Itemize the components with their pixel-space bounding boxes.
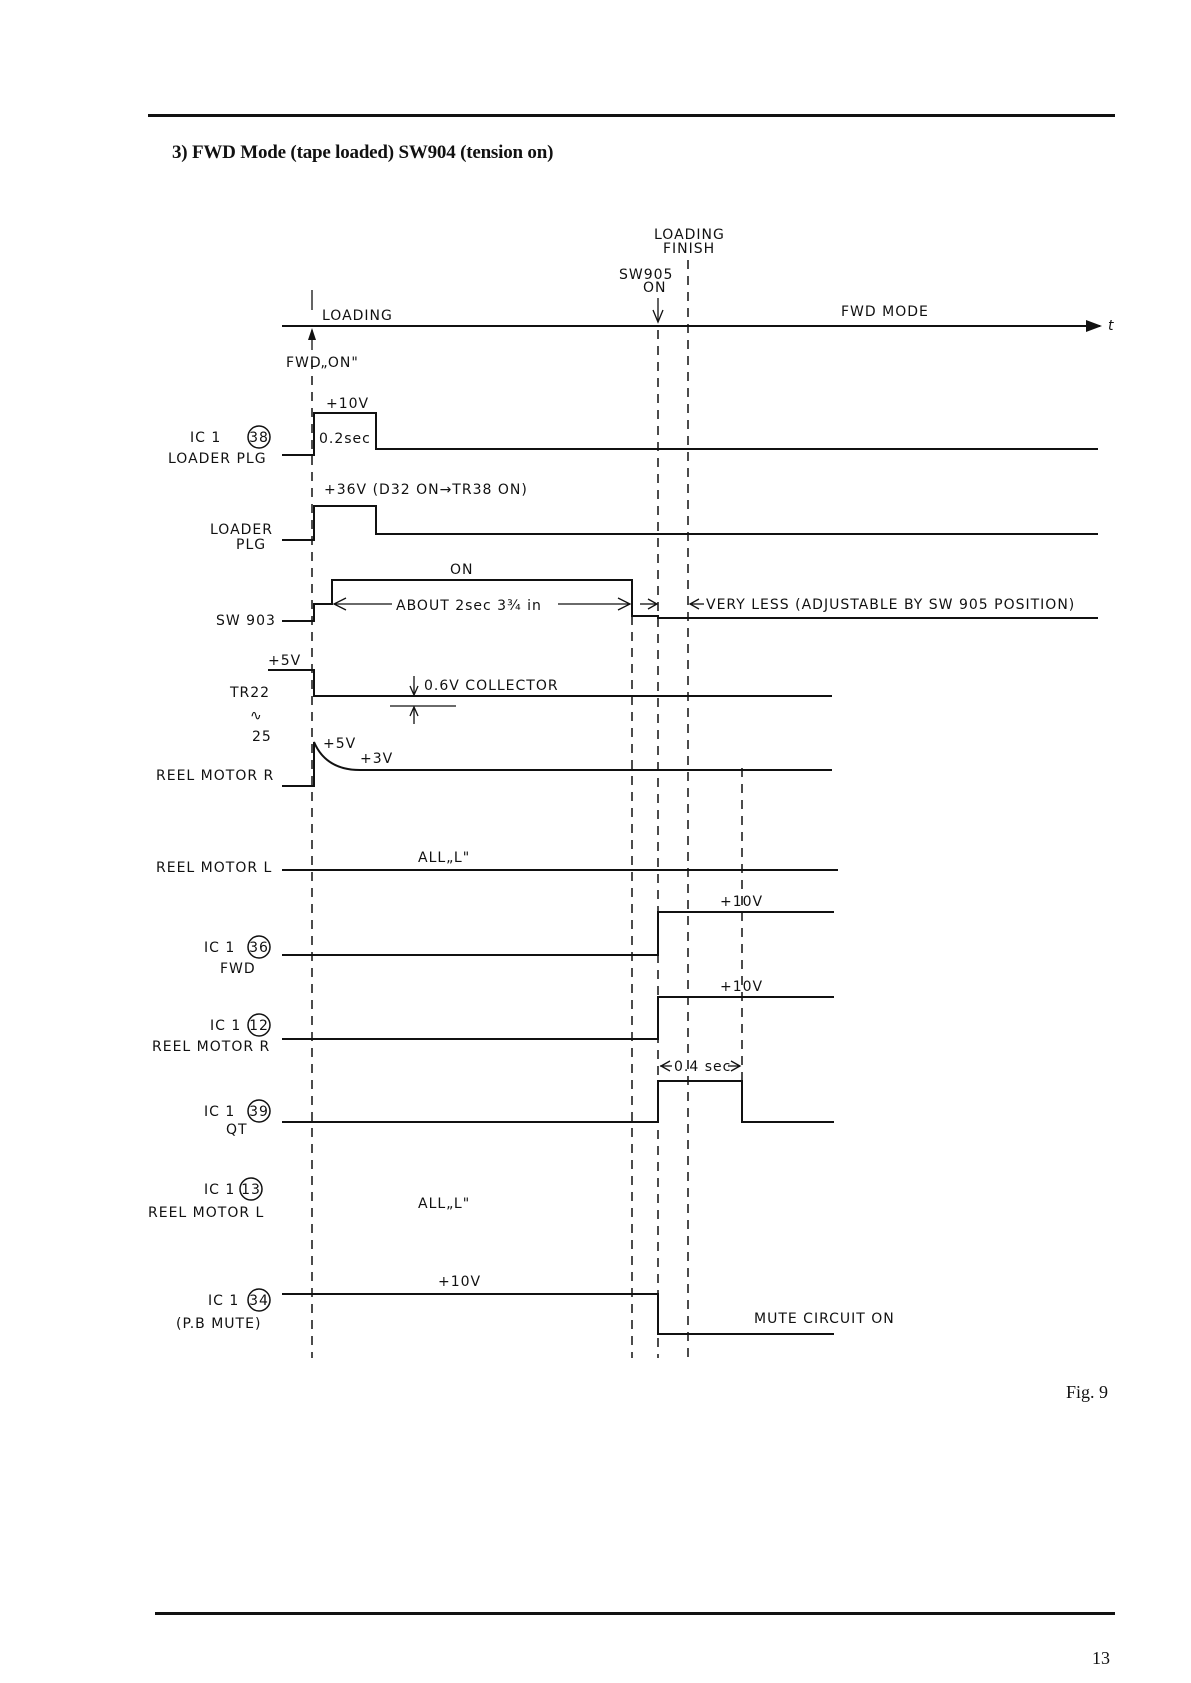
reference-dash-lines [311, 260, 743, 1358]
sw905-label-2: ON [643, 280, 667, 296]
ic1-39-pin: 39 [249, 1104, 269, 1120]
sw903-waveform [282, 579, 1098, 622]
reel-motor-r-plus5v: +5V [323, 736, 356, 752]
loading-finish-label-2: FINISH [663, 241, 715, 257]
ic1-38-name: LOADER PLG [168, 451, 267, 467]
page-number: 13 [1092, 1648, 1110, 1668]
signal-sw903: SW 903 ON ABOUT 2sec 3¾ in VERY LESS (AD… [216, 562, 1098, 629]
reel-motor-r-plus3v: +3V [360, 751, 393, 767]
ic1-34-name: (P.B MUTE) [176, 1316, 261, 1332]
sw905-label-1: SW905 [619, 267, 673, 283]
ic1-38-prefix: IC 1 [190, 430, 221, 446]
collector-label: 0.6V COLLECTOR [424, 678, 559, 694]
reel-motor-r-waveform [282, 741, 832, 787]
fwd-plus10v-label: +10V [720, 894, 763, 910]
all-l-label-2: ALL„L" [418, 1196, 470, 1212]
reel-motor-l-name: REEL MOTOR L [156, 860, 272, 876]
pulse-02sec-label: 0.2sec [319, 431, 371, 447]
collector-arrowhead-up [409, 705, 419, 717]
signal-reel-motor-r: REEL MOTOR R +5V +3V [156, 736, 832, 787]
ic1-12-pin-circle [247, 1013, 271, 1037]
sw903-name: SW 903 [216, 613, 276, 629]
ic1-34-pin: 34 [249, 1293, 269, 1309]
ic1-34-pin-circle [247, 1288, 271, 1312]
ic1-39-pin-circle [247, 1099, 271, 1123]
ic1-12-name: REEL MOTOR R [152, 1039, 270, 1055]
about-2sec-arrowhead-right [617, 597, 632, 611]
ic1-36-prefix: IC 1 [204, 940, 235, 956]
all-l-label-1: ALL„L" [418, 850, 470, 866]
ic1-36-name: FWD [220, 961, 256, 977]
ic1-36-pin: 36 [249, 940, 269, 956]
ic1-12-pin: 12 [249, 1018, 269, 1034]
loader-plg-line1: LOADER [210, 522, 273, 538]
fwd-mode-label: FWD MODE [841, 304, 929, 320]
ic1-39-prefix: IC 1 [204, 1104, 235, 1120]
ic1-34-waveform [282, 1293, 834, 1335]
ic1-36-waveform [282, 911, 834, 956]
sw905-arrowhead [652, 309, 664, 324]
ic1-39-waveform [282, 1080, 834, 1123]
ic1-38-pin: 38 [249, 430, 269, 446]
loader-plg-waveform [282, 505, 1098, 541]
ic1-34-prefix: IC 1 [208, 1293, 239, 1309]
tr22-tilde: ∿ [250, 708, 263, 724]
signal-ic1-12: IC 1 12 REEL MOTOR R +10V [152, 979, 834, 1055]
figure-label: Fig. 9 [1066, 1382, 1109, 1402]
signal-ic1-38: IC 1 38 LOADER PLG +10V 0.2sec [168, 396, 1098, 467]
fwd-on-label: FWD„ON" [286, 355, 359, 371]
plus10v-label: +10V [326, 396, 369, 412]
loading-finish-label-1: LOADING [654, 227, 725, 243]
signal-reel-motor-l: REEL MOTOR L ALL„L" [156, 850, 838, 876]
section-heading: 3) FWD Mode (tape loaded) SW904 (tension… [172, 142, 554, 163]
reel-r-plus10v-label: +10V [720, 979, 763, 995]
very-less-arrowhead-left [647, 598, 659, 610]
ic1-39-name: QT [226, 1122, 248, 1138]
ic1-38-pin-circle [247, 425, 271, 449]
very-less-label: VERY LESS (ADJUSTABLE BY SW 905 POSITION… [706, 597, 1075, 613]
tr22-plus5v-label: +5V [268, 653, 301, 669]
mute-plus10v-label: +10V [438, 1274, 481, 1290]
signal-ic1-36: IC 1 36 FWD +10V [204, 894, 834, 977]
signal-ic1-34: IC 1 34 (P.B MUTE) +10V MUTE CIRCUIT ON [176, 1274, 895, 1335]
ic1-13-name: REEL MOTOR L [148, 1205, 264, 1221]
ic1-13-prefix: IC 1 [204, 1182, 235, 1198]
signal-tr22: +5V TR22 ∿ 25 0.6V COLLECTOR [229, 653, 832, 745]
sw903-on-label: ON [450, 562, 474, 578]
plus36v-label: +36V (D32 ON→TR38 ON) [324, 482, 528, 498]
ic1-36-pin-circle [247, 935, 271, 959]
collector-arrowhead-down [409, 685, 419, 697]
ic1-13-pin-circle [239, 1177, 263, 1201]
ic1-38-waveform [282, 412, 1098, 456]
tr22-line1: TR22 [229, 685, 270, 701]
signal-loader-plg: LOADER PLG +36V (D32 ON→TR38 ON) [210, 482, 1098, 553]
about-2sec-label: ABOUT 2sec 3¾ in [396, 598, 542, 614]
reel-motor-r-name: REEL MOTOR R [156, 768, 274, 784]
fwd-on-arrowhead [308, 328, 316, 340]
signal-ic1-13: IC 1 13 REEL MOTOR L ALL„L" [148, 1177, 470, 1221]
pulse-04sec-arrowhead-left [659, 1060, 671, 1072]
axis-arrowhead [1086, 320, 1102, 332]
ic1-12-prefix: IC 1 [210, 1018, 241, 1034]
timeline-axis: t LOADING FWD MODE FWD„ON" LOADING FINIS… [282, 227, 1115, 371]
tr22-line2: 25 [252, 729, 272, 745]
very-less-arrowhead-right [688, 598, 700, 610]
bottom-rule [155, 1612, 1115, 1615]
pulse-04sec-arrowhead-right [730, 1060, 742, 1072]
loader-plg-line2: PLG [236, 537, 266, 553]
time-axis-label: t [1108, 318, 1115, 334]
loading-label: LOADING [322, 308, 393, 324]
tr22-waveform [268, 669, 832, 697]
pulse-04sec-label: 0.4 sec [674, 1059, 731, 1075]
ic1-12-waveform [282, 996, 834, 1040]
about-2sec-arrowhead-left [332, 597, 347, 611]
ic1-13-pin: 13 [241, 1182, 261, 1198]
signal-ic1-39: IC 1 39 QT 0.4 sec [204, 1059, 834, 1138]
top-rule [148, 114, 1115, 117]
mute-circuit-on-label: MUTE CIRCUIT ON [754, 1311, 895, 1327]
